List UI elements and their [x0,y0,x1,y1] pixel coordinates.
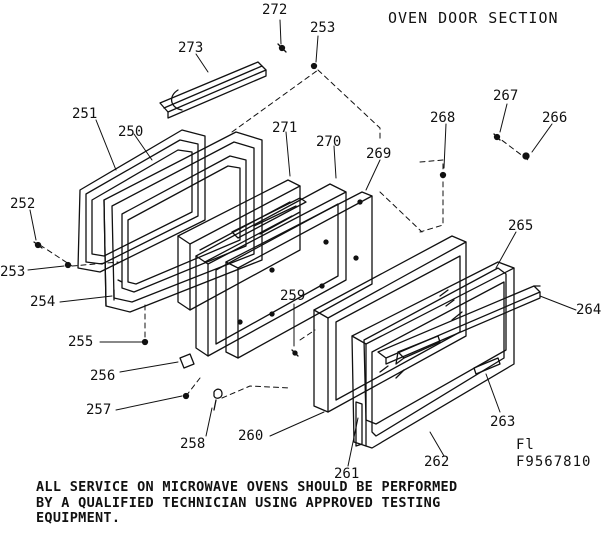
diagram-title: OVEN DOOR SECTION [388,9,559,27]
service-notice-line-1: ALL SERVICE ON MICROWAVE OVENS SHOULD BE… [36,479,458,495]
part-number-labels: 272 253 273 251 250 271 270 268 269 267 … [0,2,601,482]
part-261-gasket-strip [355,401,363,447]
label-259: 259 [280,288,305,304]
label-255: 255 [68,334,93,350]
screw-268-icon [439,171,447,179]
bracket-256-icon [179,353,195,369]
screw-257-icon [182,392,190,400]
assembly-guide-lines [39,69,529,399]
service-notice: ALL SERVICE ON MICROWAVE OVENS SHOULD BE… [36,479,458,527]
nut-255-icon [141,338,149,346]
clip-258-icon [213,388,223,411]
label-253b: 253 [0,264,25,280]
screw-252-icon [33,241,43,249]
label-270: 270 [316,134,341,150]
label-271: 271 [272,120,297,136]
figure-code-line-2: F9567810 [516,454,592,470]
label-252: 252 [10,196,35,212]
handle-grip [395,335,441,365]
washer-266-icon [522,152,530,160]
part-265-window-glass [363,267,507,425]
label-257: 257 [86,402,111,418]
screw-267-icon [493,133,501,141]
figure-code-line-1: Fl [516,437,535,453]
screw-272-icon [277,43,287,53]
part-250-frame [103,131,263,313]
label-253a: 253 [310,20,335,36]
label-258: 258 [180,436,205,452]
label-265: 265 [508,218,533,234]
label-269: 269 [366,146,391,162]
label-267: 267 [493,88,518,104]
screw-259-icon [291,349,299,357]
part-269-inner-panel [225,191,373,359]
label-268: 268 [430,110,455,126]
part-273-hinge-bar [159,61,267,119]
label-272: 272 [262,2,287,18]
washer-253-icon [310,62,318,70]
label-262: 262 [424,454,449,470]
label-263: 263 [490,414,515,430]
label-254: 254 [30,294,55,310]
part-263-gasket-strip [473,357,501,375]
label-264: 264 [576,302,601,318]
label-251: 251 [72,106,97,122]
service-notice-line-2: BY A QUALIFIED TECHNICIAN USING APPROVED… [36,494,441,511]
label-273: 273 [178,40,203,56]
part-264-handle-bar [377,285,541,365]
service-notice-line-3: EQUIPMENT. [36,510,121,526]
label-266: 266 [542,110,567,126]
label-256: 256 [90,368,115,384]
part-251-gasket-frame [77,129,206,273]
label-250: 250 [118,124,143,140]
washer-253b-icon [64,261,72,269]
label-261: 261 [334,466,359,482]
leader-lines [27,19,577,467]
label-260: 260 [238,428,263,444]
